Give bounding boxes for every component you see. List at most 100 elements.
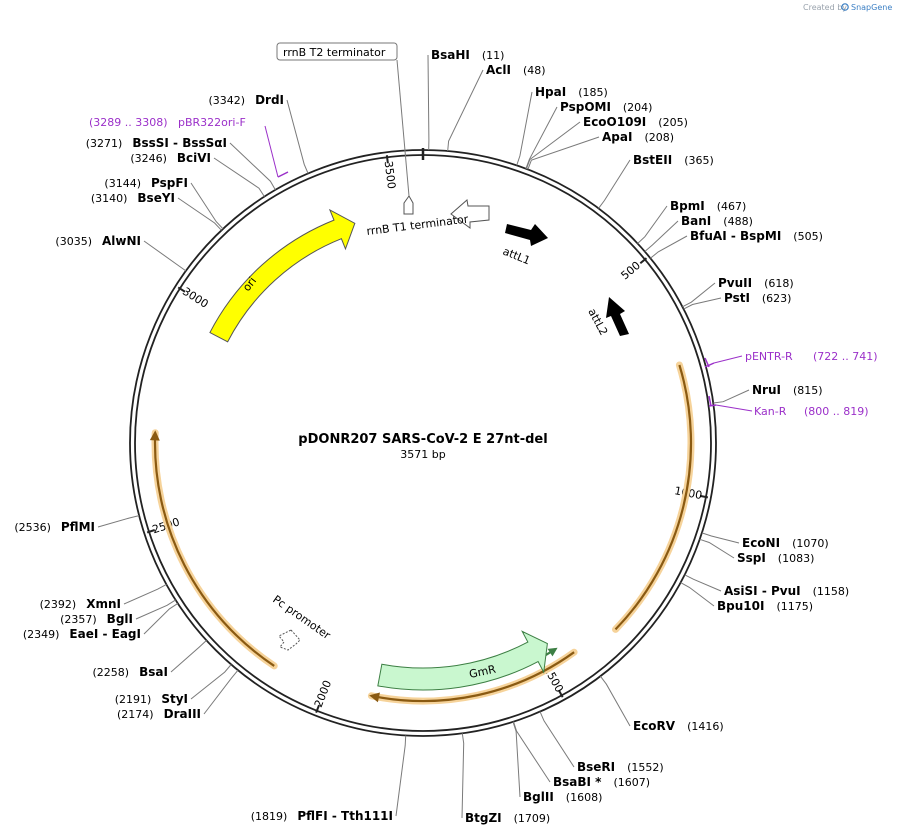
enzyme-name: XmnI [86, 597, 121, 611]
tick-mark [146, 529, 156, 534]
enzyme-site-acli[interactable]: AclI(48) [486, 63, 546, 77]
leader-bsahi [427, 54, 430, 151]
enzyme-position: (3035) [55, 235, 92, 248]
primer-range-pbr322ori-f: (3289 .. 3308) [89, 116, 168, 129]
enzyme-site-draiii[interactable]: DraIII(2174) [117, 707, 201, 721]
enzyme-name: EcoRV [633, 719, 676, 733]
leader-pspfi [190, 182, 224, 230]
enzyme-site-pflmi[interactable]: PflMI(2536) [14, 520, 95, 534]
enzyme-position: (208) [645, 131, 675, 144]
leader-kan-r [715, 404, 753, 412]
enzyme-site-nrui[interactable]: NruI(815) [752, 383, 823, 397]
enzyme-site-pspomi[interactable]: PspOMI(204) [560, 100, 652, 114]
enzyme-position: (1607) [614, 776, 651, 789]
enzyme-name: AlwNI [102, 234, 141, 248]
enzyme-name: StyI [161, 692, 188, 706]
enzyme-site-bpmi[interactable]: BpmI(467) [670, 199, 746, 213]
leader-pbr322ori-f [264, 125, 279, 178]
leader-bpmi [637, 205, 668, 244]
leader-drdi [286, 99, 309, 174]
enzyme-site-bsteii[interactable]: BstEII(365) [633, 153, 714, 167]
leader-bseri [539, 711, 575, 768]
leader-alwni [143, 240, 187, 272]
enzyme-position: (2357) [60, 613, 97, 626]
enzyme-site-ecoo109i[interactable]: EcoO109I(205) [583, 115, 688, 129]
enzyme-site-bseri[interactable]: BseRI(1552) [577, 760, 664, 774]
leader-btgzi [461, 733, 465, 819]
enzyme-site-pspfi[interactable]: PspFI(3144) [104, 176, 188, 190]
orf-arc-left-core [153, 432, 275, 667]
enzyme-site-apai[interactable]: ApaI(208) [602, 130, 674, 144]
enzyme-site-bseyi[interactable]: BseYI(3140) [91, 191, 175, 205]
enzyme-position: (1608) [566, 791, 603, 804]
enzyme-site-bgli[interactable]: BglI (2357) [60, 612, 133, 626]
orf-arc-bottom-arrowhead [369, 692, 380, 703]
rrnb-t1-feature[interactable] [450, 199, 490, 229]
enzyme-site-bsabi[interactable]: BsaBI *(1607) [553, 775, 650, 789]
tick-mark [639, 257, 648, 265]
snapgene-logo-icon [841, 3, 849, 11]
rrnb-t2-callout[interactable]: rrnB T2 terminator [276, 42, 410, 197]
primer-label-pbr322ori-f[interactable]: pBR322ori-F [178, 116, 246, 129]
enzyme-site-econi[interactable]: EcoNI(1070) [742, 536, 829, 550]
backbone [129, 148, 717, 737]
enzyme-site-bsssi-bsssαi[interactable]: BssSI - BssSαI(3271) [86, 136, 227, 150]
enzyme-position: (1070) [792, 537, 829, 550]
enzyme-site-xmni[interactable]: XmnI(2392) [40, 597, 121, 611]
enzyme-name: PspOMI [560, 100, 611, 114]
enzyme-site-sspi[interactable]: SspI(1083) [737, 551, 814, 565]
enzyme-name: EaeI - EagI [69, 627, 141, 641]
enzyme-site-bglii[interactable]: BglII(1608) [523, 790, 602, 804]
enzyme-position: (815) [793, 384, 823, 397]
rrnb-t2-feature[interactable] [403, 195, 414, 215]
attl1-feature[interactable] [505, 224, 548, 246]
enzyme-position: (2191) [115, 693, 152, 706]
enzyme-name: BglI [107, 612, 133, 626]
leader-bsai [170, 640, 207, 673]
enzyme-site-bpu10i[interactable]: Bpu10I(1175) [717, 599, 813, 613]
pc-promoter-feature[interactable] [278, 629, 301, 651]
enzyme-site-btgzi[interactable]: BtgZI(1709) [465, 811, 550, 825]
leader-ecoo109i [525, 121, 581, 170]
tick-label: 500 [619, 259, 643, 282]
enzyme-position: (1416) [687, 720, 724, 733]
tick-label: 2000 [312, 678, 334, 709]
leader-styi [190, 664, 232, 700]
leader-hpai [516, 91, 533, 166]
leader-nrui [713, 389, 750, 404]
enzyme-name: PflFI - Tth111I [297, 809, 393, 823]
pc-promoter-label: Pc promoter [270, 593, 333, 642]
attl2-feature[interactable] [606, 297, 629, 336]
enzyme-position: (2536) [14, 521, 51, 534]
enzyme-site-bsai[interactable]: BsaI(2258) [93, 665, 168, 679]
enzyme-position: (205) [658, 116, 688, 129]
enzyme-labels: BsaHI(11)AclI(48)HpaI(185)PspOMI(204)Eco… [14, 48, 849, 825]
primer-name-pentr-r: pENTR-R [745, 350, 793, 363]
orf-arc-left[interactable] [151, 429, 278, 670]
enzyme-site-bcivi[interactable]: BciVI(3246) [130, 151, 211, 165]
rrnb-t2-label: rrnB T2 terminator [283, 46, 386, 59]
primer-label-kan-r[interactable]: Kan-R [754, 405, 787, 418]
gmr-feature[interactable] [377, 630, 548, 691]
enzyme-site-drdi[interactable]: DrdI(3342) [209, 93, 284, 107]
enzyme-site-psti[interactable]: PstI(623) [724, 291, 791, 305]
tick-mark [315, 704, 321, 713]
leader-psti [683, 297, 722, 310]
primer-label-pentr-r[interactable]: pENTR-R [745, 350, 793, 363]
enzyme-site-pflfi-tth111i[interactable]: PflFI - Tth111I(1819) [251, 809, 393, 823]
enzyme-site-eaei-eagi[interactable]: EaeI - EagI(2349) [23, 627, 141, 641]
ori-feature[interactable] [209, 208, 356, 343]
enzyme-site-asisi-pvui[interactable]: AsiSI - PvuI(1158) [724, 584, 849, 598]
enzyme-site-bsahi[interactable]: BsaHI(11) [431, 48, 504, 62]
enzyme-name: BsaHI [431, 48, 470, 62]
enzyme-name: SspI [737, 551, 766, 565]
enzyme-site-pvuii[interactable]: PvuII(618) [718, 276, 794, 290]
rrnb-t1-label: rrnB T1 terminator [366, 213, 470, 238]
enzyme-site-hpai[interactable]: HpaI(185) [535, 85, 608, 99]
enzyme-site-styi[interactable]: StyI (2191) [115, 692, 188, 706]
enzyme-site-ecorv[interactable]: EcoRV (1416) [633, 719, 724, 733]
enzyme-site-alwni[interactable]: AlwNI (3035) [55, 234, 141, 248]
leader-econi [701, 532, 740, 544]
enzyme-site-bfuai-bspmi[interactable]: BfuAI - BspMI(505) [690, 229, 823, 243]
enzyme-site-bani[interactable]: BanI(488) [681, 214, 753, 228]
